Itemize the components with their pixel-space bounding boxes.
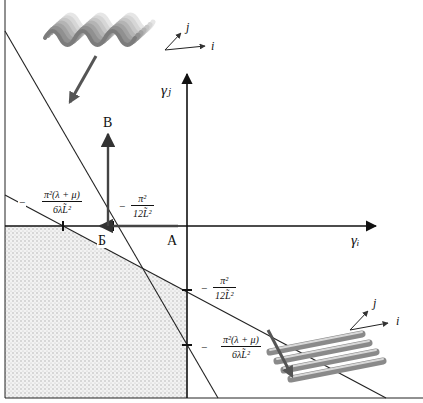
path-arrow bbox=[100, 225, 178, 227]
tick-mark bbox=[182, 344, 192, 346]
direction-label: j bbox=[185, 21, 190, 33]
minus-sign: − bbox=[200, 283, 208, 294]
point-label: А bbox=[166, 234, 178, 248]
shaded-region bbox=[5, 226, 187, 398]
minus-sign: − bbox=[18, 197, 26, 208]
point-label: В bbox=[102, 116, 113, 130]
fraction-numerator: π² bbox=[131, 194, 154, 206]
direction-arrow bbox=[165, 33, 181, 50]
minus-sign: − bbox=[200, 342, 208, 353]
fraction-denominator: 12L̃² bbox=[214, 291, 235, 301]
fraction-numerator: π² bbox=[213, 276, 236, 288]
fraction-numerator: π²(λ + μ) bbox=[221, 335, 261, 347]
wavy-surface bbox=[45, 15, 153, 45]
fraction-denominator: 12L̃² bbox=[132, 209, 153, 219]
minus-sign: − bbox=[118, 201, 126, 212]
frame-line bbox=[5, 0, 6, 398]
point-label: Б bbox=[97, 234, 107, 248]
direction-label: i bbox=[395, 315, 400, 327]
fraction-numerator: π²(λ + μ) bbox=[42, 190, 82, 202]
horizontal-axis bbox=[5, 225, 376, 227]
pointer-arrow bbox=[268, 330, 292, 376]
fraction-denominator: 6λL̃² bbox=[52, 205, 72, 215]
direction-arrow bbox=[165, 46, 205, 50]
direction-arrow bbox=[350, 323, 388, 330]
path-arrow bbox=[107, 134, 109, 226]
boundary-line bbox=[5, 195, 386, 398]
fraction-denominator: 6λL̃² bbox=[231, 350, 251, 360]
axis-label: γⱼ bbox=[160, 83, 172, 98]
ridged-surface bbox=[270, 332, 383, 379]
direction-label: i bbox=[210, 40, 215, 52]
vertical-axis bbox=[186, 74, 188, 398]
tick-mark bbox=[182, 289, 192, 291]
direction-label: j bbox=[372, 297, 377, 309]
axis-label: γᵢ bbox=[350, 233, 360, 248]
frame-line bbox=[5, 398, 423, 399]
tick-mark bbox=[62, 221, 64, 231]
boundary-line bbox=[5, 31, 218, 398]
pointer-arrow bbox=[70, 56, 96, 102]
